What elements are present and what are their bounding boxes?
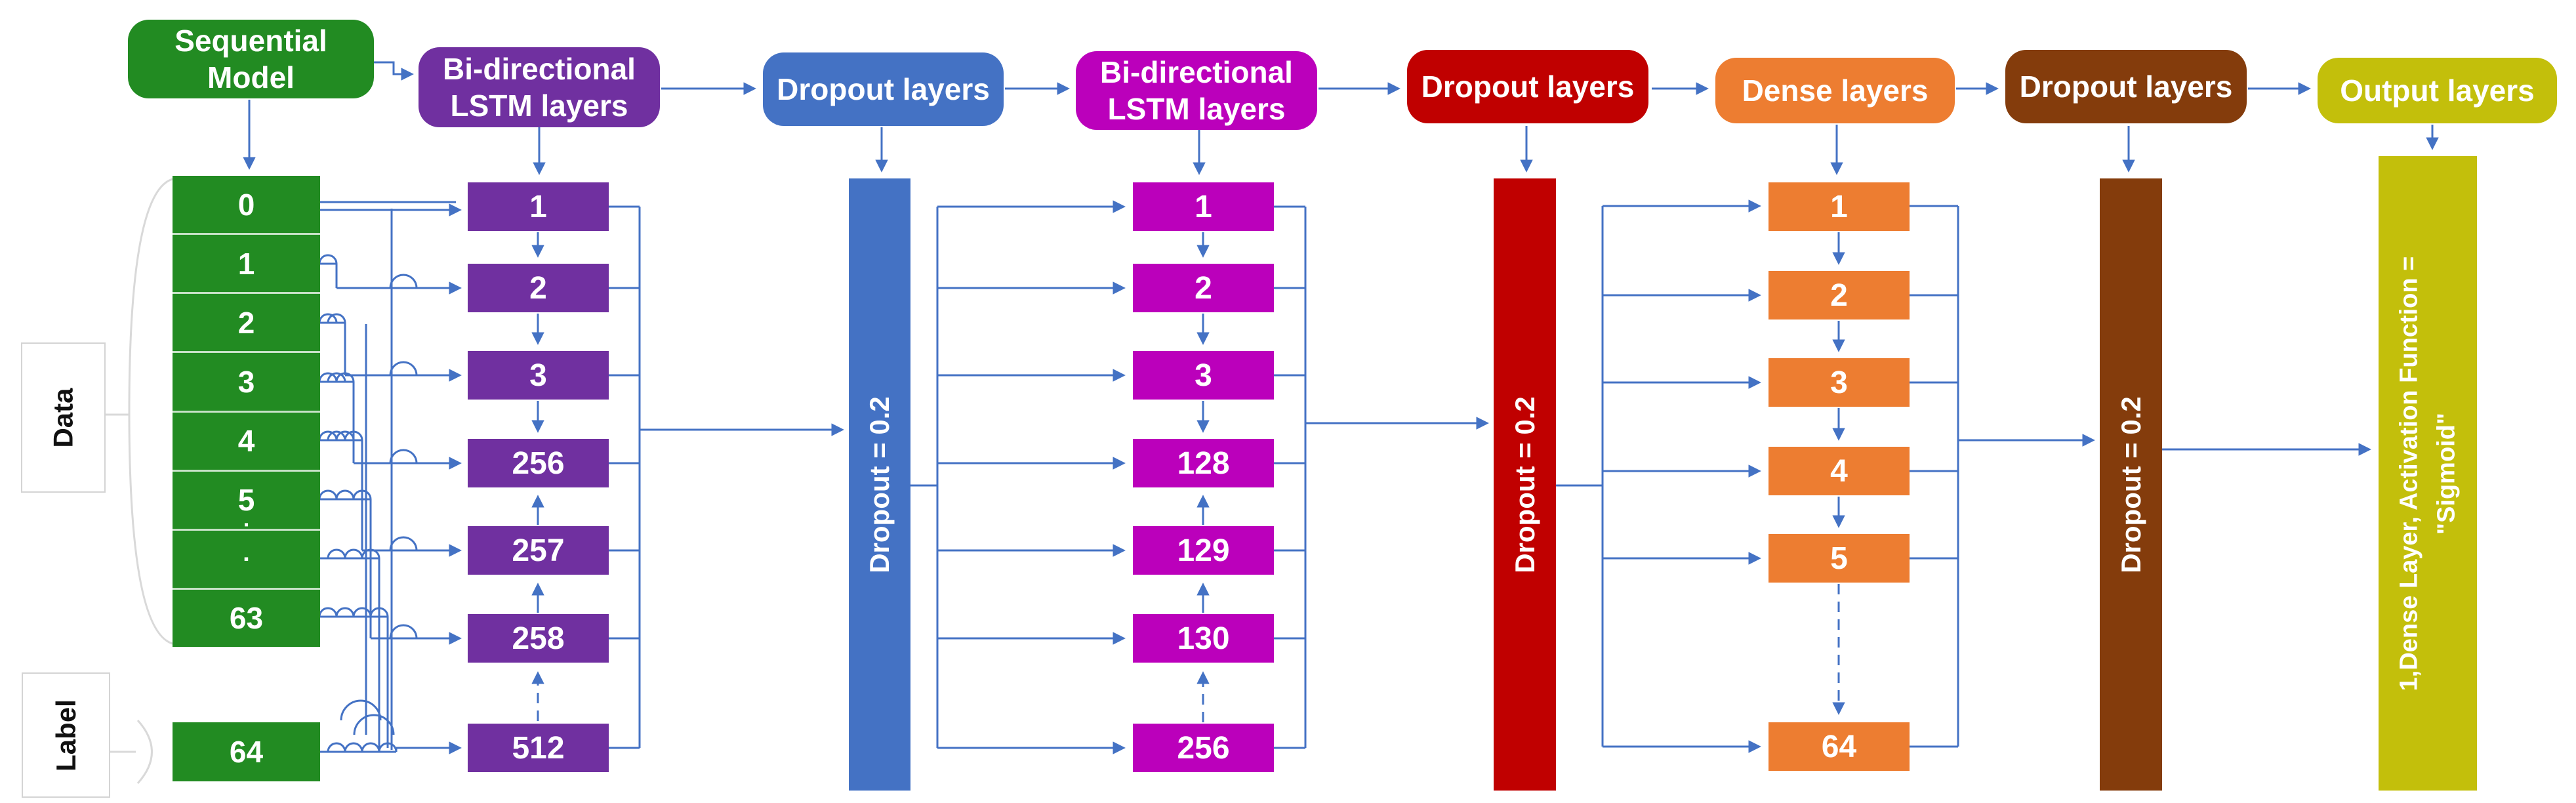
- input-cell-0: 0: [173, 176, 320, 236]
- lstm1-node-1: 1: [468, 182, 609, 231]
- header-bidirectional-lstm-2: Bi-directional LSTM layers: [1076, 51, 1317, 130]
- lstm2-node-256: 256: [1133, 724, 1274, 772]
- output-bar-line-2: "Sigmoid": [2432, 412, 2460, 535]
- input-cell-1: 1: [173, 235, 320, 295]
- dropout-bar-2-label: Dropout = 0.2: [1509, 396, 1540, 573]
- lstm1-node-2: 2: [468, 264, 609, 312]
- header-dropout-1: Dropout layers: [763, 52, 1004, 126]
- dense-node-4: 4: [1768, 447, 1910, 495]
- dense-node-2: 2: [1768, 271, 1910, 319]
- lstm1-node-256: 256: [468, 439, 609, 487]
- dense-node-64: 64: [1768, 722, 1910, 771]
- data-annotation-label: Data: [47, 387, 79, 448]
- ellipsis-dot: ▪: [243, 517, 249, 532]
- label-annotation-label: Label: [50, 699, 81, 772]
- input-data-column: 0 1 2 3 4 5 ▪ ▪ 63: [173, 176, 320, 647]
- lstm2-node-3: 3: [1133, 351, 1274, 400]
- lstm1-node-3: 3: [468, 351, 609, 400]
- lstm1-node-258: 258: [468, 614, 609, 663]
- lstm2-node-129: 129: [1133, 526, 1274, 575]
- dropout-bar-1-label: Dropout = 0.2: [864, 396, 895, 573]
- header-dropout-2: Dropout layers: [1407, 50, 1648, 123]
- dense-node-3: 3: [1768, 358, 1910, 407]
- dropout-bar-3-label: Dropout = 0.2: [2115, 396, 2146, 573]
- input-cell-63: 63: [229, 601, 264, 636]
- input-cell-2: 2: [173, 294, 320, 354]
- dropout-bar-3: Dropout = 0.2: [2100, 178, 2162, 791]
- header-dense-layers: Dense layers: [1715, 58, 1955, 123]
- dropout-bar-1: Dropout = 0.2: [849, 178, 910, 791]
- dropout-bar-2: Dropout = 0.2: [1494, 178, 1556, 791]
- header-dropout-3: Dropout layers: [2005, 50, 2247, 123]
- input-cell-64-label: 64: [173, 722, 320, 781]
- lstm1-node-257: 257: [468, 526, 609, 575]
- output-bar: 1,Dense Layer, Activation Function = "Si…: [2379, 156, 2477, 791]
- brace-data: [104, 177, 176, 646]
- output-bar-line-1: 1,Dense Layer, Activation Function =: [2395, 256, 2423, 691]
- header-output-layers: Output layers: [2318, 58, 2557, 123]
- lstm2-node-128: 128: [1133, 439, 1274, 487]
- header-sequential-model: Sequential Model: [128, 20, 374, 98]
- input-cell-4: 4: [173, 413, 320, 472]
- label-annotation-box: Label: [22, 672, 110, 798]
- input-cell-3: 3: [173, 353, 320, 413]
- input-cell-ellipsis: ▪: [173, 531, 320, 590]
- header-bidirectional-lstm-1: Bi-directional LSTM layers: [419, 47, 660, 127]
- brace-label: [108, 719, 153, 785]
- lstm2-node-1: 1: [1133, 182, 1274, 231]
- input-cell-5: 5 ▪: [173, 472, 320, 532]
- wire-bundle: [243, 61, 2439, 754]
- dense-node-1: 1: [1768, 182, 1910, 231]
- dense-node-5: 5: [1768, 534, 1910, 583]
- lstm1-node-512: 512: [468, 724, 609, 772]
- data-annotation-box: Data: [21, 342, 106, 493]
- lstm2-node-2: 2: [1133, 264, 1274, 312]
- input-cell-5-label: 5: [237, 483, 255, 518]
- lstm2-node-130: 130: [1133, 614, 1274, 663]
